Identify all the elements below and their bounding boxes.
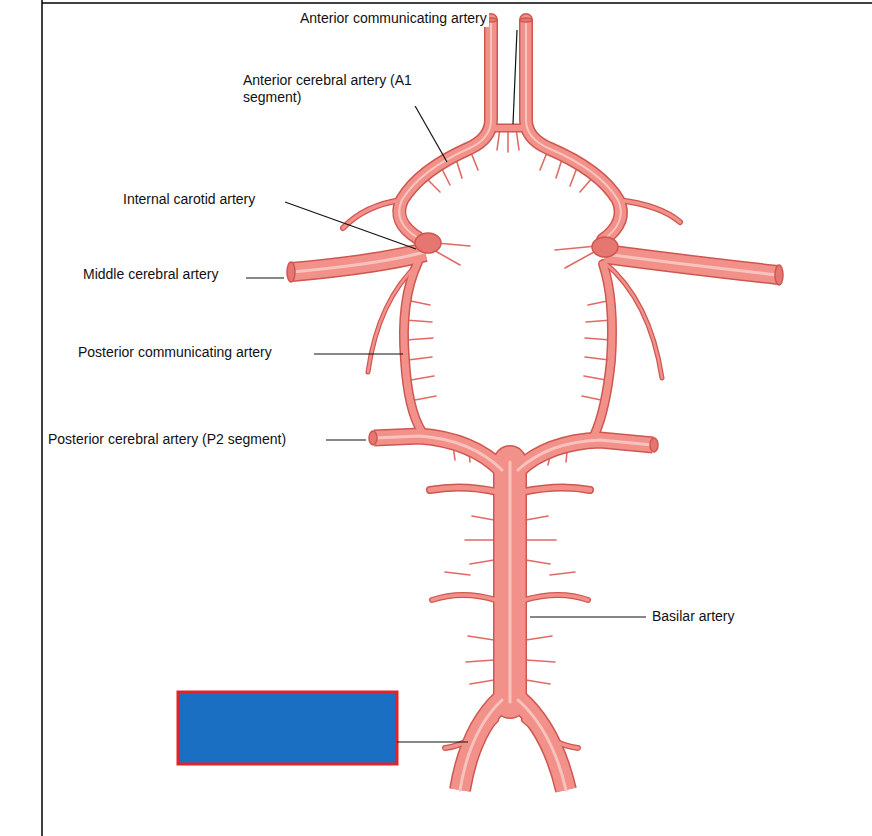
part-label: Basilar artery bbox=[650, 608, 736, 625]
answer-cover-box bbox=[178, 692, 397, 764]
leader-line bbox=[285, 202, 416, 249]
part-label: Anterior communicating artery bbox=[298, 10, 489, 27]
leader-line bbox=[326, 439, 366, 440]
leader-line bbox=[314, 353, 403, 354]
vessel-highlight bbox=[292, 20, 778, 790]
leader-line bbox=[246, 277, 284, 278]
part-label: Anterior cerebral artery (A1 segment) bbox=[241, 72, 417, 106]
leader-line bbox=[513, 30, 517, 124]
frame-line bbox=[42, 2, 872, 4]
leader-line bbox=[397, 741, 468, 742]
vessel-fill bbox=[292, 20, 778, 790]
part-label: Middle cerebral artery bbox=[81, 266, 220, 283]
part-label: Posterior cerebral artery (P2 segment) bbox=[46, 431, 288, 448]
vessel-outline bbox=[292, 20, 778, 790]
page-frame bbox=[42, 0, 872, 836]
part-label: Internal carotid artery bbox=[121, 191, 257, 208]
frame-line bbox=[41, 0, 43, 836]
leader-line bbox=[530, 616, 646, 617]
leader-lines bbox=[246, 30, 646, 742]
part-label: Posterior communicating artery bbox=[76, 344, 274, 361]
